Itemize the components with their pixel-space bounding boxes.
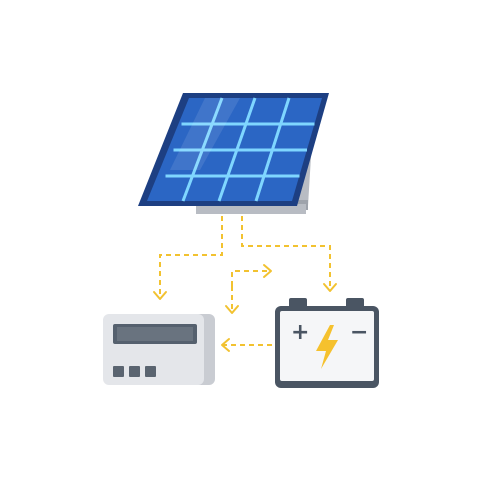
arrow-down-icon <box>225 305 239 314</box>
controller-button <box>113 366 124 377</box>
solar-panel-icon <box>138 93 329 214</box>
battery-negative-label: − <box>350 320 368 345</box>
controller-button <box>145 366 156 377</box>
arrow-left-icon <box>221 338 230 352</box>
flow-mid-to-battery <box>231 270 270 286</box>
flow-panel-to-battery <box>241 216 331 290</box>
battery-positive-label: + <box>291 320 309 345</box>
arrow-right-icon <box>263 264 272 278</box>
controller-button <box>129 366 140 377</box>
flow-panel-to-controller <box>159 216 223 298</box>
charge-controller-icon <box>103 314 215 385</box>
battery-icon: + − <box>275 298 379 388</box>
solar-panel-base <box>196 204 306 214</box>
lightning-icon <box>316 325 338 369</box>
controller-screen-inner <box>117 327 193 341</box>
flow-lines <box>153 216 337 352</box>
solar-panel-grid <box>165 97 315 202</box>
solar-panel-reflection <box>170 98 240 170</box>
arrow-down-icon <box>153 291 167 300</box>
controller-screen <box>113 324 197 344</box>
arrow-down-icon <box>323 283 337 292</box>
